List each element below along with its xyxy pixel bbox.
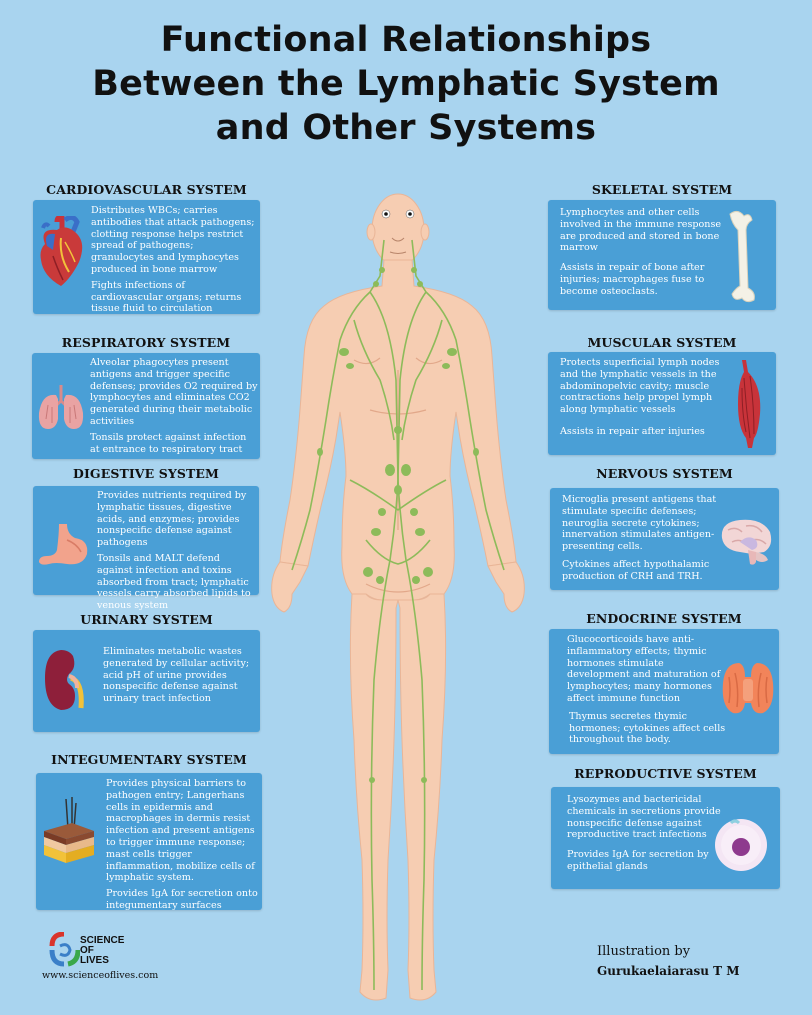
body-silhouette (271, 193, 525, 1001)
lymphatic-vessels (291, 239, 505, 991)
lymph-nodes (317, 267, 479, 783)
section-text-2: Assists in repair of bone after injuries… (560, 262, 705, 297)
section-reproductive: REPRODUCTIVE SYSTEM Lysozymes and bacter… (551, 766, 780, 889)
section-box: Provides physical barriers to pathogen e… (36, 773, 262, 911)
section-muscular: MUSCULAR SYSTEM Protects superficial lym… (548, 335, 776, 455)
section-text-2: Assists in repair after injuries (560, 425, 705, 437)
section-box: Provides nutrients required by lymphatic… (33, 486, 259, 611)
logo-mark-icon (49, 932, 80, 967)
section-text-2: Fights infections of cardiovascular orga… (91, 279, 242, 315)
section-title: ENDOCRINE SYSTEM (586, 611, 742, 626)
section-integumentary: INTEGUMENTARY SYSTEM Provides physical b… (36, 752, 262, 911)
section-title: RESPIRATORY SYSTEM (61, 335, 231, 350)
section-title: NERVOUS SYSTEM (596, 466, 733, 481)
section-text-2: Tonsils and MALT defend against infectio… (97, 552, 251, 612)
section-text-2: Tonsils protect against infection at ent… (90, 431, 247, 455)
section-text-1: Microglia present antigens that stimulat… (562, 494, 717, 553)
credit-name: Gurukaelaiarasu T M (597, 964, 740, 978)
kidney-icon (45, 650, 84, 710)
logo-line-2: OF (80, 945, 94, 956)
section-title: INTEGUMENTARY SYSTEM (51, 752, 247, 767)
section-title: DIGESTIVE SYSTEM (73, 466, 219, 481)
human-body-illustration (271, 193, 525, 1001)
section-text-2: Thymus secretes thymic hormones; cytokin… (569, 710, 726, 746)
section-text-2: Provides IgA for secretion by epithelial… (567, 849, 709, 872)
science-of-lives-logo: SCIENCE OF LIVES (46, 930, 176, 990)
section-box: Microglia present antigens that stimulat… (550, 488, 779, 590)
section-text-2: Provides IgA for secretion onto integume… (106, 888, 258, 911)
section-text-1: Alveolar phagocytes present antigens and… (90, 357, 258, 427)
section-skeletal: SKELETAL SYSTEM Lymphocytes and other ce… (548, 182, 776, 310)
lungs-icon (38, 385, 84, 429)
section-text-1: Provides nutrients required by lymphatic… (97, 490, 247, 549)
section-box: Protects superficial lymph nodes and the… (548, 352, 776, 455)
section-text-1: Protects superficial lymph nodes and the… (560, 357, 720, 416)
section-urinary: URINARY SYSTEM Eliminates metabolic wast… (33, 612, 260, 732)
brain-icon (721, 519, 772, 565)
thyroid-icon (722, 663, 774, 714)
logo-line-3: LIVES (80, 955, 109, 966)
credit-label: Illustration by (597, 944, 691, 959)
page-title: Functional Relationships Between the Lym… (0, 18, 812, 150)
website-url: www.scienceoflives.com (42, 970, 159, 981)
section-digestive: DIGESTIVE SYSTEM Provides nutrients requ… (33, 466, 259, 611)
section-title: URINARY SYSTEM (80, 612, 213, 627)
stomach-icon (39, 524, 88, 565)
title-line-1: Functional Relationships (160, 20, 652, 60)
section-text-1: Provides physical barriers to pathogen e… (106, 778, 255, 884)
section-endocrine: ENDOCRINE SYSTEM Glucocorticoids have an… (549, 611, 779, 754)
logo-line-1: SCIENCE (80, 935, 125, 946)
section-respiratory: RESPIRATORY SYSTEM Alveolar phagocytes p… (32, 335, 260, 459)
skin-layers-icon (44, 797, 94, 863)
section-box: Glucocorticoids have anti-inflammatory e… (549, 629, 779, 754)
section-title: CARDIOVASCULAR SYSTEM (46, 182, 247, 197)
section-nervous: NERVOUS SYSTEM Microglia present antigen… (550, 466, 779, 590)
bone-icon (729, 210, 755, 303)
title-line-2: Between the Lymphatic System (92, 64, 720, 104)
section-box: Lymphocytes and other cells involved in … (548, 200, 776, 310)
section-box: Lysozymes and bactericidal chemicals in … (551, 787, 780, 889)
section-text-1: Eliminates metabolic wastes generated by… (103, 646, 250, 705)
section-title: MUSCULAR SYSTEM (587, 335, 737, 350)
section-text-1: Lysozymes and bactericidal chemicals in … (567, 794, 721, 841)
face (389, 237, 407, 254)
muscle-icon (738, 360, 761, 448)
section-text-1: Glucocorticoids have anti-inflammatory e… (567, 634, 721, 704)
section-text-2: Cytokines affect hypothalamic production… (562, 558, 710, 582)
heart-icon (40, 216, 83, 286)
section-box: Eliminates metabolic wastes generated by… (33, 630, 260, 732)
section-title: REPRODUCTIVE SYSTEM (574, 766, 757, 781)
section-text-1: Lymphocytes and other cells involved in … (560, 207, 722, 254)
title-line-3: and Other Systems (215, 108, 597, 148)
section-cardiovascular: CARDIOVASCULAR SYSTEM Distributes WBCs; … (33, 182, 260, 314)
section-box: Distributes WBCs; carries antibodies tha… (33, 200, 260, 314)
section-box: Alveolar phagocytes present antigens and… (32, 353, 260, 459)
section-title: SKELETAL SYSTEM (591, 182, 733, 197)
section-text-1: Distributes WBCs; carries antibodies tha… (91, 205, 255, 275)
egg-cell-icon (715, 819, 767, 871)
